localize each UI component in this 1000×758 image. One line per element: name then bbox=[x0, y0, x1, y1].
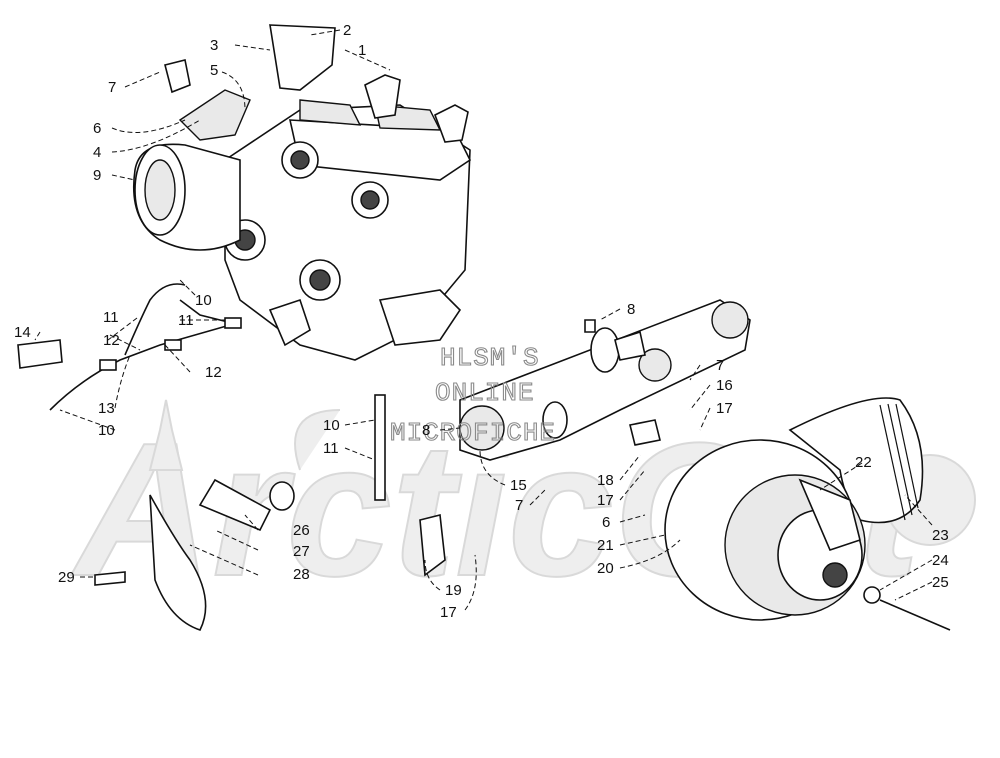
drive-clutch bbox=[664, 439, 866, 621]
callout-6-top: 6 bbox=[93, 120, 101, 137]
callout-3: 3 bbox=[210, 37, 218, 54]
callout-labels: 2 1 3 5 7 6 4 9 10 11 12 11 14 12 13 10 … bbox=[14, 22, 949, 621]
callout-23: 23 bbox=[932, 527, 949, 544]
callout-10-middle: 10 bbox=[323, 417, 340, 434]
callout-17-middle: 17 bbox=[597, 492, 614, 509]
callout-28: 28 bbox=[293, 566, 310, 583]
callout-24: 24 bbox=[932, 552, 949, 569]
fuel-lines bbox=[17, 283, 386, 501]
leader-lines bbox=[34, 29, 933, 611]
callout-7-right: 7 bbox=[716, 357, 724, 374]
callout-9: 9 bbox=[93, 167, 101, 184]
callout-29: 29 bbox=[58, 569, 75, 586]
callout-15: 15 bbox=[510, 477, 527, 494]
callout-1: 1 bbox=[358, 42, 366, 59]
microfiche-watermark: HLSM'S ONLINE MICROFICHE bbox=[389, 342, 556, 448]
callout-7-top: 7 bbox=[108, 79, 116, 96]
callout-12-left: 12 bbox=[103, 332, 120, 349]
callout-10-lower: 10 bbox=[98, 422, 115, 439]
callout-2: 2 bbox=[343, 22, 351, 39]
callout-8-top: 8 bbox=[627, 301, 635, 318]
callout-22: 22 bbox=[855, 454, 872, 471]
callout-14: 14 bbox=[14, 324, 31, 341]
watermark-line-2: ONLINE bbox=[435, 378, 535, 408]
callout-13: 13 bbox=[98, 400, 115, 417]
air-silencer bbox=[132, 143, 241, 251]
callout-18: 18 bbox=[597, 472, 614, 489]
callout-12-right: 12 bbox=[205, 364, 222, 381]
hardware bbox=[94, 319, 951, 631]
callout-21: 21 bbox=[597, 537, 614, 554]
callout-11-middle: 11 bbox=[323, 440, 339, 457]
callout-26: 26 bbox=[293, 522, 310, 539]
callout-17-bottom: 17 bbox=[440, 604, 457, 621]
watermark-line-3: MICROFICHE bbox=[390, 418, 556, 448]
callout-25: 25 bbox=[932, 574, 949, 591]
callout-8-middle: 8 bbox=[422, 422, 430, 439]
callout-19: 19 bbox=[445, 582, 462, 599]
callout-6-bottom: 6 bbox=[602, 514, 610, 531]
callout-7-bottom: 7 bbox=[515, 497, 523, 514]
engine-assembly bbox=[164, 24, 472, 361]
callout-20: 20 bbox=[597, 560, 614, 577]
watermark-line-1: HLSM'S bbox=[440, 343, 540, 373]
callout-17-right: 17 bbox=[716, 400, 733, 417]
engine-mount-plate bbox=[459, 299, 751, 461]
callout-11-upper: 11 bbox=[178, 312, 194, 329]
callout-27: 27 bbox=[293, 543, 310, 560]
callout-16: 16 bbox=[716, 377, 733, 394]
callout-4: 4 bbox=[93, 144, 101, 161]
callout-5: 5 bbox=[210, 62, 218, 79]
callout-11-left: 11 bbox=[103, 309, 119, 326]
callout-10-upper: 10 bbox=[195, 292, 212, 309]
